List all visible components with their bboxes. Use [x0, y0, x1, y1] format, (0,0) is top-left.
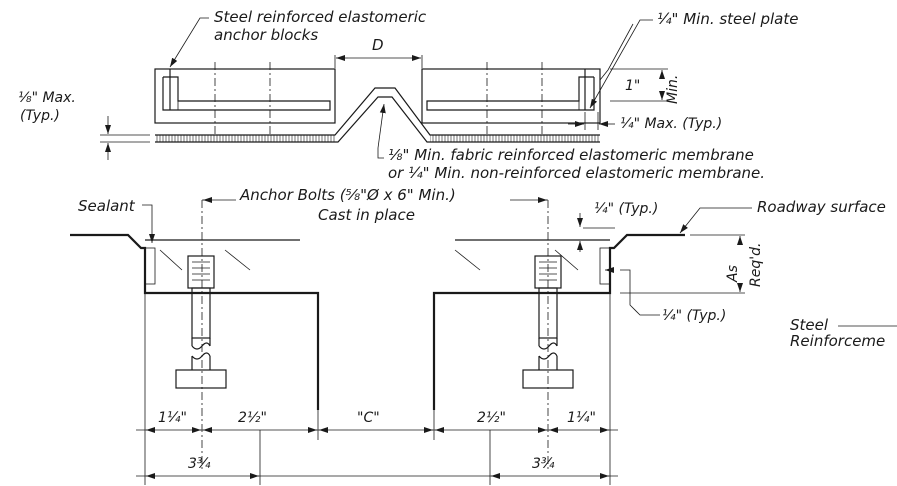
- anchor-bolts-label: Anchor Bolts (⅝"Ø x 6" Min.): [239, 186, 456, 204]
- roadway-leader: [679, 207, 752, 234]
- roadway-surface-label: Roadway surface: [757, 198, 886, 216]
- quarter-typ-bottom-leader: [620, 269, 660, 316]
- eighth-max-label: ⅛" Max.: [18, 90, 76, 106]
- right-concrete-section: [432, 233, 685, 410]
- dim-3-three-quarter-left: 3¾: [188, 456, 211, 472]
- membrane-label-line1: ⅛" Min. fabric reinforced elastomeric me…: [388, 146, 754, 164]
- anchor-bolt-right: [522, 200, 574, 470]
- as-label: As: [725, 265, 741, 283]
- sealant-leader: [142, 204, 155, 243]
- dim-2-half-right: 2½": [477, 410, 506, 426]
- dim-c: "C": [357, 410, 380, 426]
- min-label: Min.: [665, 75, 681, 104]
- elastomeric-membrane: [155, 87, 600, 143]
- sealant-label: Sealant: [78, 197, 136, 215]
- anchor-blocks-label-line1: Steel reinforced elastomeric: [214, 8, 427, 26]
- left-concrete-section: [70, 233, 320, 410]
- quarter-max-label: ¼" Max. (Typ.): [620, 116, 722, 132]
- anchor-blocks-leader: [169, 17, 209, 68]
- d-dimension: [334, 55, 423, 68]
- anchor-blocks-label-line2: anchor blocks: [214, 26, 318, 44]
- cast-in-place-label: Cast in place: [318, 206, 415, 224]
- steel-label: Steel: [790, 316, 829, 334]
- reinforcement-label: Reinforceme: [790, 332, 885, 350]
- reqd-label: Req'd.: [748, 243, 764, 287]
- d-label: D: [372, 36, 384, 54]
- dim-1-quarter-left: 1¼": [158, 410, 187, 426]
- steel-plate-label: ¼" Min. steel plate: [657, 10, 798, 28]
- steel-plate-leader-2: [599, 23, 634, 81]
- quarter-typ-bottom-label: ¼" (Typ.): [662, 308, 726, 324]
- bottom-dimension-lines: [136, 293, 618, 485]
- steel-plate-leader: [589, 19, 653, 109]
- quarter-typ-top-label: ¼" (Typ.): [594, 201, 658, 217]
- one-inch-label: 1": [625, 78, 640, 94]
- membrane-label-line2: or ¼" Min. non-reinforced elastomeric me…: [388, 164, 765, 182]
- anchor-block-left: [154, 62, 336, 135]
- dim-1-quarter-right: 1¼": [567, 410, 596, 426]
- anchor-block-right: [421, 62, 601, 135]
- membrane-leader: [377, 103, 386, 159]
- eighth-max-typ-label: (Typ.): [20, 108, 60, 124]
- anchor-bolt-left: [175, 200, 227, 470]
- dim-2-half-left: 2½": [238, 410, 267, 426]
- dim-3-three-quarter-right: 3¾: [532, 456, 555, 472]
